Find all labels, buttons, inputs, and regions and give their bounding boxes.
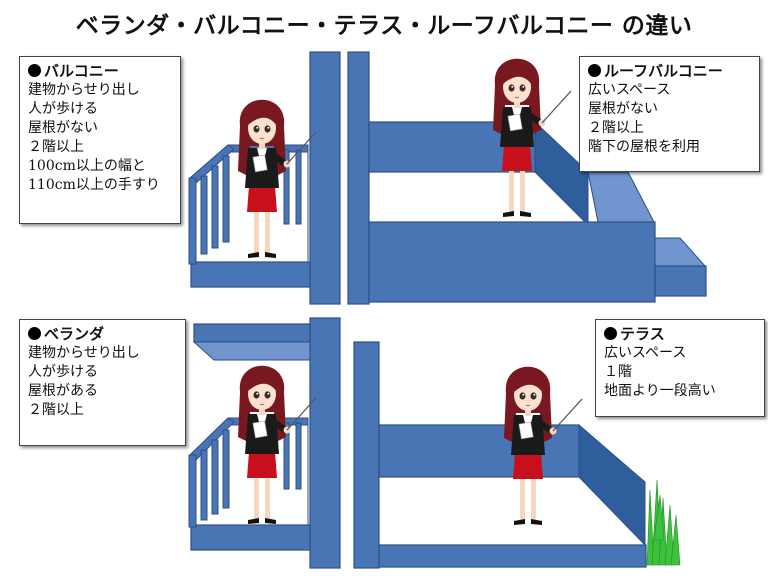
veranda-line: 屋根がある: [28, 383, 98, 399]
roof-balcony-line: 屋根がない: [588, 101, 658, 117]
veranda-line: 人が歩ける: [28, 364, 98, 380]
roof-balcony-line: 階下の屋根を利用: [588, 139, 700, 155]
balcony-info-box: バルコニー 建物からせり出し 人が歩ける 屋根がない ２階以上 100cm以上の…: [19, 56, 181, 224]
grass-icon: [646, 479, 681, 566]
bullet-icon: [604, 327, 617, 340]
veranda-line: 建物からせり出し: [28, 345, 140, 361]
roof-balcony-line: ２階以上: [588, 120, 644, 136]
balcony-illustration: [188, 51, 341, 305]
terrace-line: 広いスペース: [604, 345, 687, 361]
terrace-info-box: テラス 広いスペース １階 地面より一段高い: [595, 319, 765, 417]
veranda-heading: ベランダ: [44, 325, 105, 343]
roof-balcony-heading: ルーフバルコニー: [604, 62, 723, 80]
veranda-illustration: [188, 317, 341, 569]
page-title: ベランダ・バルコニー・テラス・ルーフバルコニー の違い: [75, 13, 693, 39]
bullet-icon: [28, 327, 41, 340]
terrace-line: 地面より一段高い: [604, 383, 716, 399]
balcony-line: ２階以上: [28, 139, 84, 155]
roof-balcony-line: 広いスペース: [588, 82, 671, 98]
balcony-line: 人が歩ける: [28, 101, 98, 117]
balcony-heading: バルコニー: [44, 62, 119, 80]
veranda-line: ２階以上: [28, 402, 84, 418]
bullet-icon: [588, 64, 601, 77]
terrace-illustration: [353, 341, 681, 569]
veranda-info-box: ベランダ 建物からせり出し 人が歩ける 屋根がある ２階以上: [19, 319, 186, 446]
roof-balcony-illustration: [347, 51, 707, 305]
roof-balcony-info-box: ルーフバルコニー 広いスペース 屋根がない ２階以上 階下の屋根を利用: [579, 56, 760, 172]
balcony-line: 100cm以上の幅と: [28, 158, 146, 174]
balcony-line: 110cm以上の手すり: [28, 177, 160, 193]
balcony-line: 建物からせり出し: [28, 82, 140, 98]
terrace-line: １階: [604, 364, 632, 380]
balcony-line: 屋根がない: [28, 120, 98, 136]
bullet-icon: [28, 64, 41, 77]
terrace-heading: テラス: [620, 325, 665, 343]
